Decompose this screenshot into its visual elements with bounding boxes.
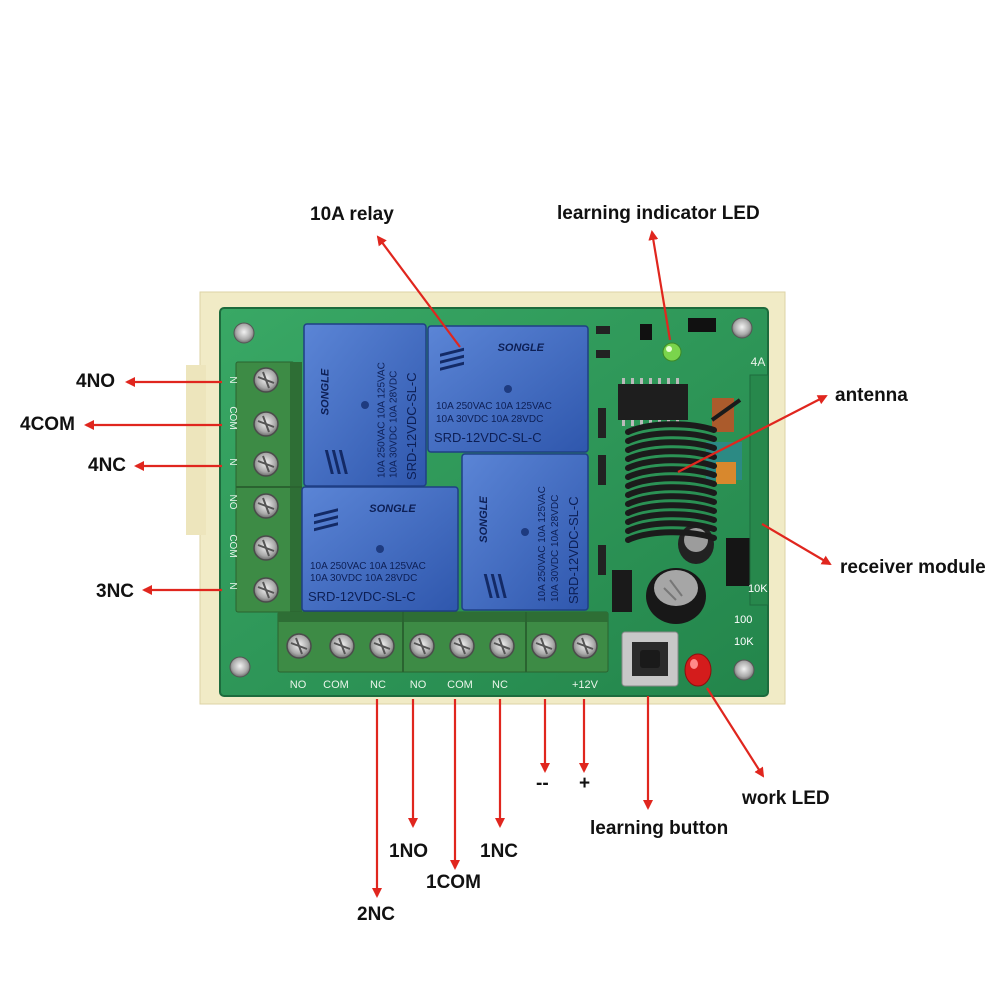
terminal-screw bbox=[329, 633, 355, 659]
left-terminal-labels: N COM N NO COM N bbox=[227, 376, 238, 589]
relay-model: SRD-12VDC-SL-C bbox=[566, 496, 581, 604]
terminal-screw bbox=[253, 367, 279, 393]
label-receiver-module: receiver module bbox=[840, 557, 986, 578]
mounting-screws bbox=[229, 317, 755, 681]
label-1nc: 1NC bbox=[480, 841, 519, 862]
bottom-terminal-block bbox=[277, 611, 609, 673]
relay-rating-dc: 10A 30VDC 10A 28VDC bbox=[389, 371, 400, 478]
label-1com: 1COM bbox=[426, 872, 481, 893]
relay-model: SRD-12VDC-SL-C bbox=[404, 372, 419, 480]
work-led-arrow bbox=[706, 687, 765, 778]
relay-model: SRD-12VDC-SL-C bbox=[434, 430, 542, 445]
terminal-screw bbox=[369, 633, 395, 659]
terminal-screw bbox=[253, 411, 279, 437]
label-2nc: 2NC bbox=[357, 904, 396, 925]
bottom-terminal-label: NO bbox=[410, 679, 427, 691]
terminal-screw bbox=[531, 633, 557, 659]
terminal-screw bbox=[572, 633, 598, 659]
bottom-terminal-label: +12V bbox=[572, 679, 599, 691]
label-learning-indicator-led: learning indicator LED bbox=[557, 203, 760, 224]
label-minus: -- bbox=[536, 773, 549, 794]
receiver-arrow bbox=[761, 523, 832, 566]
bottom-terminal-label: NC bbox=[370, 679, 386, 691]
bottom-terminal-label: COM bbox=[447, 679, 473, 691]
label-work-led: work LED bbox=[742, 788, 830, 809]
antenna-arrow bbox=[677, 395, 828, 473]
terminal-screw bbox=[449, 633, 475, 659]
bottom-terminal-label: NC bbox=[492, 679, 508, 691]
relay-rating-ac: 10A 250VAC 10A 125VAC bbox=[310, 561, 426, 572]
learning-indicator-led bbox=[662, 342, 682, 362]
svg-text:4A: 4A bbox=[751, 355, 766, 369]
relay-rating-dc: 10A 30VDC 10A 28VDC bbox=[310, 573, 417, 584]
label-1no: 1NO bbox=[389, 841, 429, 862]
enclosure-side-left bbox=[186, 365, 206, 535]
terminal-screw bbox=[253, 535, 279, 561]
relay-arrow bbox=[376, 235, 461, 348]
left-terminal-block bbox=[235, 361, 302, 613]
bottom-terminal-labels: NO COM NC NO COM NC +12V bbox=[290, 679, 599, 691]
label-10a-relay: 10A relay bbox=[310, 204, 394, 225]
callout-arrows bbox=[84, 230, 832, 898]
bottom-terminal-label: COM bbox=[323, 679, 349, 691]
learning-button[interactable] bbox=[621, 631, 679, 687]
left-terminal-label: N bbox=[227, 376, 238, 383]
terminal-screw bbox=[489, 633, 515, 659]
terminal-screw bbox=[253, 577, 279, 603]
svg-text:10K: 10K bbox=[734, 636, 754, 648]
terminal-screw bbox=[409, 633, 435, 659]
relay-brand: SONGLE bbox=[319, 368, 331, 415]
relay-model: SRD-12VDC-SL-C bbox=[308, 589, 416, 604]
terminal-screw bbox=[286, 633, 312, 659]
bottom-terminal-label: NO bbox=[290, 679, 307, 691]
relay-brand: SONGLE bbox=[498, 342, 545, 354]
terminal-screw bbox=[253, 451, 279, 477]
learning-led-arrow bbox=[648, 230, 672, 341]
left-terminal-label: COM bbox=[227, 534, 238, 557]
relay-rating-dc: 10A 30VDC 10A 28VDC bbox=[436, 414, 543, 425]
relay-rating-ac: 10A 250VAC 10A 125VAC bbox=[436, 401, 552, 412]
left-terminal-label: N bbox=[227, 582, 238, 589]
label-plus: + bbox=[579, 773, 591, 794]
relay-brand: SONGLE bbox=[369, 503, 416, 515]
left-terminal-label: N bbox=[227, 458, 238, 465]
relay-brand: SONGLE bbox=[478, 496, 490, 543]
antenna-coil bbox=[625, 398, 742, 543]
terminal-screw bbox=[253, 493, 279, 519]
label-4no: 4NO bbox=[76, 371, 116, 392]
label-learning-button: learning button bbox=[590, 818, 729, 839]
label-antenna: antenna bbox=[835, 385, 908, 406]
relay-rating-dc: 10A 30VDC 10A 28VDC bbox=[550, 495, 561, 602]
left-terminal-label: COM bbox=[227, 406, 238, 429]
silkscreen-labels: 100 10K 10K bbox=[734, 583, 768, 648]
work-led bbox=[684, 653, 712, 687]
relay: SONGLE 10A 250VAC 10A 125VAC 10A 30VDC 10A… bbox=[427, 325, 589, 453]
relay-rating-ac: 10A 250VAC 10A 125VAC bbox=[537, 486, 548, 602]
label-4nc: 4NC bbox=[88, 455, 127, 476]
relay-rating-ac: 10A 250VAC 10A 125VAC bbox=[377, 362, 388, 478]
label-3nc: 3NC bbox=[96, 581, 135, 602]
left-terminal-label: NO bbox=[227, 495, 238, 510]
svg-text:10K: 10K bbox=[748, 583, 768, 595]
label-4com: 4COM bbox=[20, 414, 75, 435]
svg-text:100: 100 bbox=[734, 614, 752, 626]
